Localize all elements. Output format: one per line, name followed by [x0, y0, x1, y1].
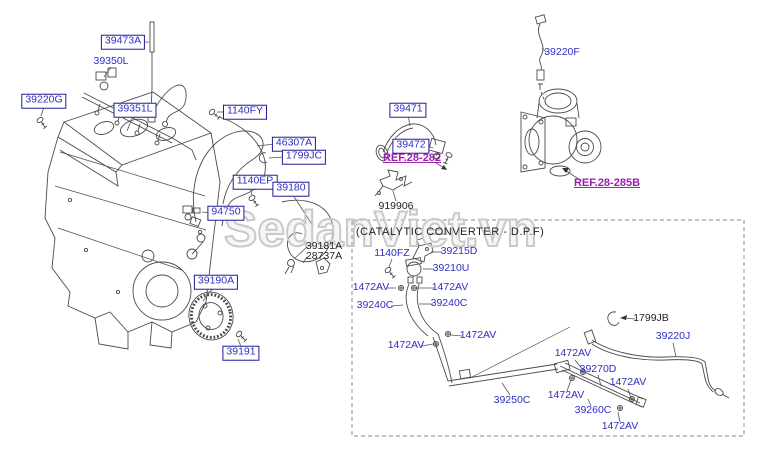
part-label-1472av: 1472AV [387, 339, 425, 352]
sensors-cables-drawing [81, 21, 334, 275]
part-label-39351l: 39351L [113, 102, 157, 118]
part-label-39473a: 39473A [100, 34, 146, 50]
part-label-39210u: 39210U [432, 262, 470, 275]
part-label-39240c: 39240C [356, 299, 394, 312]
dpf-pipes-drawing [405, 237, 730, 408]
part-label-1140fz: 1140FZ [374, 247, 410, 260]
egr-pipe-drawing [375, 123, 446, 162]
part-label-39260c: 39260C [574, 404, 612, 417]
o2-sensor-39220f-drawing [534, 14, 547, 105]
part-label-39250c: 39250C [493, 394, 531, 407]
turbocharger-drawing [520, 88, 602, 177]
part-label-39220j: 39220J [655, 330, 691, 343]
part-label-39190a: 39190A [193, 274, 239, 290]
part-label-1472av: 1472AV [352, 281, 390, 294]
part-label-94750: 94750 [207, 205, 245, 221]
part-label-1140ep: 1140EP [232, 174, 278, 190]
part-label-919906: 919906 [378, 200, 414, 213]
leader-lines [40, 41, 677, 423]
bracket-919906-drawing [374, 169, 413, 197]
part-label-39180: 39180 [272, 181, 310, 197]
part-label--catalytic-converter-d-p-f-: (CATALYTIC CONVERTER - D.P.F) [356, 225, 545, 238]
part-label-39215d: 39215D [440, 245, 478, 258]
part-label-1472av: 1472AV [601, 420, 639, 433]
part-label-1799jc: 1799JC [281, 149, 327, 165]
part-label-1472av: 1472AV [459, 329, 497, 342]
part-label-1472av: 1472AV [554, 347, 592, 360]
part-label-39220f: 39220F [544, 46, 580, 59]
part-label-39471: 39471 [389, 102, 427, 118]
part-label-39472: 39472 [392, 138, 430, 154]
engine-block-drawing [44, 91, 221, 350]
sensor-wheel-drawing [188, 291, 234, 341]
dpf-section-border [351, 219, 745, 437]
part-label-39181a: 39181A [305, 240, 343, 253]
part-label-1472av: 1472AV [609, 376, 647, 389]
part-label-28737a: 28737A [305, 250, 343, 263]
part-label-ref-28-282: REF.28-282 [382, 151, 442, 164]
part-label-1799jb: 1799JB [633, 312, 669, 325]
part-label-39270d: 39270D [579, 363, 617, 376]
part-label-39350l: 39350L [93, 55, 129, 68]
part-label-39191: 39191 [222, 345, 260, 361]
leader-arrowheads [441, 165, 627, 320]
part-label-1472av: 1472AV [431, 281, 469, 294]
part-label-39220g: 39220G [21, 93, 67, 109]
part-label-1140fy: 1140FY [223, 104, 267, 120]
part-label-ref-28-285b: REF.28-285B [573, 176, 641, 189]
watermark-text: SedanViet.vn [223, 200, 538, 258]
part-label-39240c: 39240C [430, 297, 468, 310]
part-label-1472av: 1472AV [547, 389, 585, 402]
